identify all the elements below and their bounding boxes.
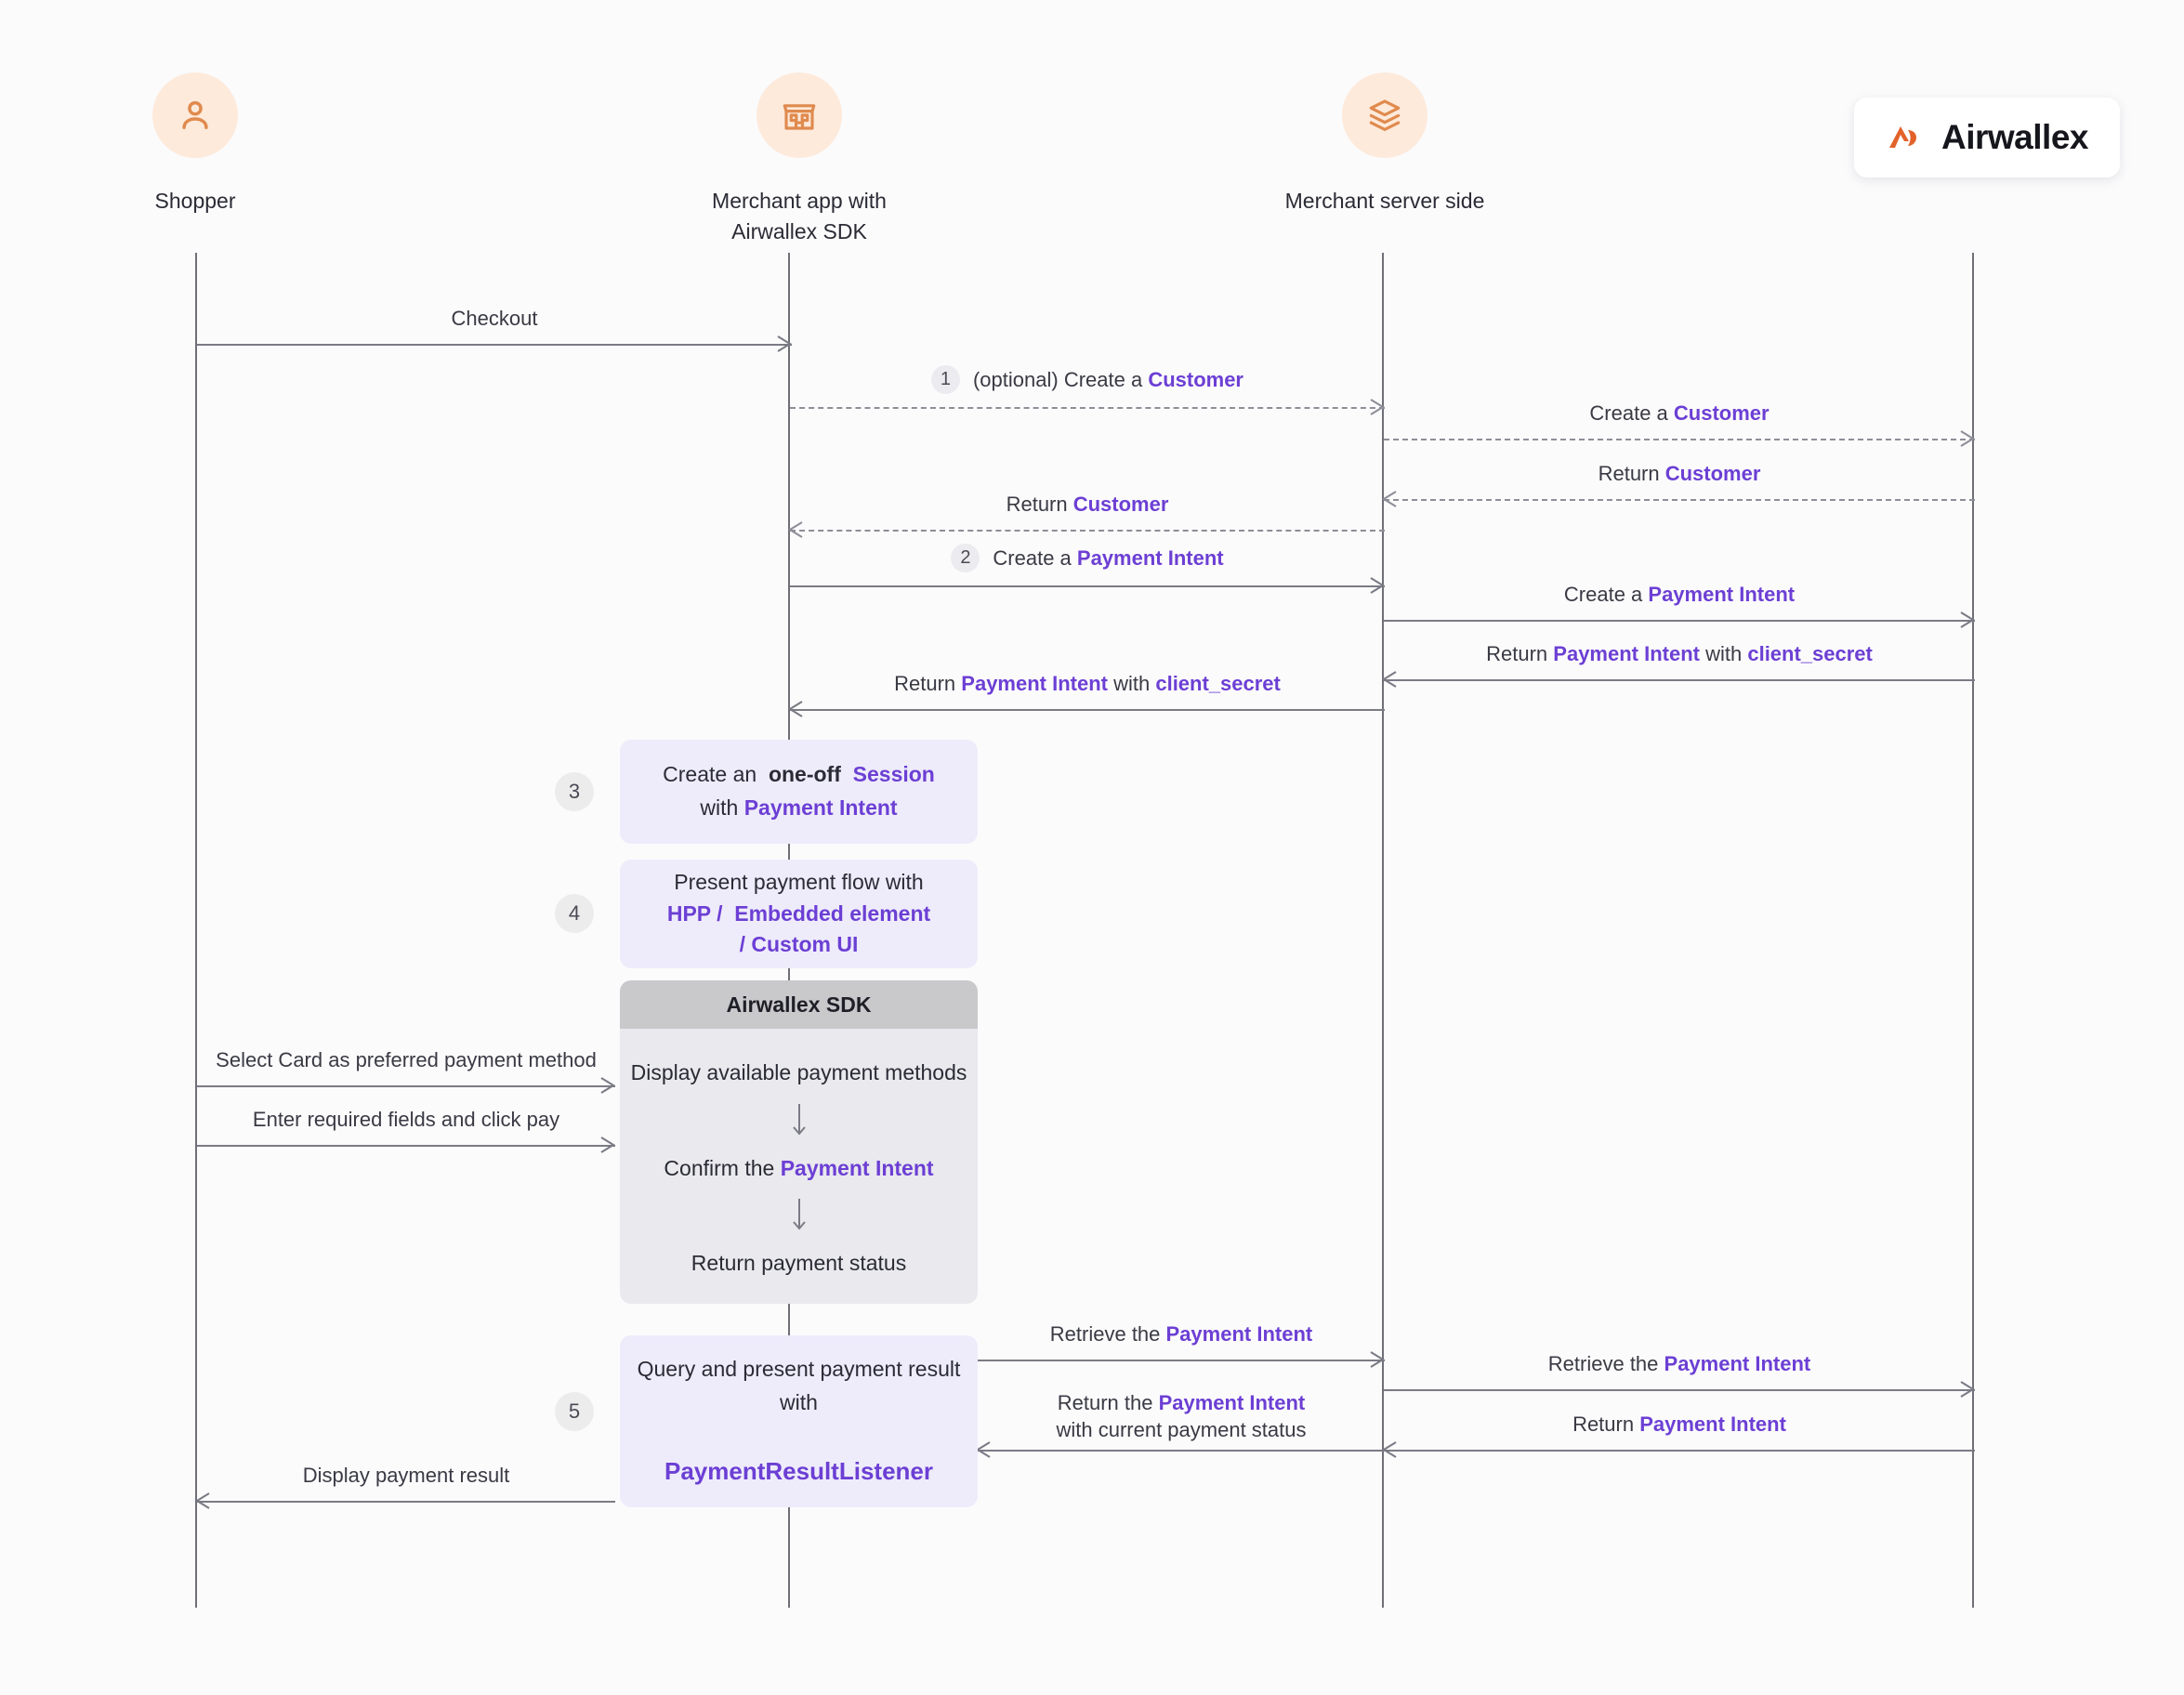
- lifeline-airwallex: [1972, 253, 1974, 1608]
- airwallex-logo-icon: [1886, 119, 1930, 156]
- step-badge-4: 4: [555, 894, 594, 933]
- sdk-step-confirm-intent: Confirm the Payment Intent: [664, 1155, 934, 1180]
- arrowhead-right: [599, 1075, 617, 1096]
- arrowhead-left: [974, 1439, 993, 1460]
- message-return-intent-app-label: Return Payment Intent with client_secret: [894, 672, 1281, 696]
- message-return-intent-awx2-label: Return Payment Intent: [1572, 1412, 1786, 1437]
- actor-merchant-server-label: Merchant server side: [1284, 189, 1485, 213]
- arrow-down-icon: [791, 1197, 808, 1234]
- step-number-1: 1: [930, 365, 960, 394]
- message-return-intent-awx-label: Return Payment Intent with client_secret: [1486, 642, 1873, 666]
- lifeline-merchant-server: [1382, 253, 1384, 1608]
- arrowhead-right: [1958, 610, 1977, 630]
- step-badge-3: 3: [555, 772, 594, 811]
- arrowhead-left: [1380, 1439, 1399, 1460]
- shopper-avatar: [152, 72, 238, 158]
- message-return-customer-app-label: Return Customer: [1006, 493, 1169, 517]
- storefront-icon: [780, 96, 819, 135]
- arrowhead-right: [1368, 575, 1387, 596]
- airwallex-sdk-panel-title: Airwallex SDK: [620, 980, 978, 1029]
- lifeline-shopper: [195, 253, 197, 1608]
- user-icon: [175, 95, 216, 136]
- message-create-intent-awx-label: Create a Payment Intent: [1563, 583, 1796, 607]
- airwallex-wordmark: Airwallex: [1941, 118, 2088, 156]
- message-return-customer-awx-label: Return Customer: [1598, 462, 1761, 486]
- actor-merchant-server: Merchant server side: [1245, 72, 1524, 217]
- message-create-customer-awx-label: Create a Customer: [1589, 401, 1770, 426]
- airwallex-brand-chip: Airwallex: [1854, 98, 2120, 177]
- arrowhead-left: [786, 699, 805, 719]
- layers-icon: [1365, 96, 1404, 135]
- arrowhead-left: [1380, 489, 1399, 509]
- arrowhead-right: [1958, 428, 1977, 449]
- message-retrieve-intent-server-label: Retrieve the Payment Intent: [1049, 1322, 1313, 1347]
- arrowhead-right: [1368, 1349, 1387, 1370]
- actor-merchant-app-label: Merchant app with Airwallex SDK: [712, 189, 887, 243]
- step-badge-5: 5: [555, 1392, 594, 1431]
- arrowhead-left: [193, 1491, 212, 1511]
- actor-shopper: Shopper: [56, 72, 335, 217]
- merchant-app-avatar: [757, 72, 842, 158]
- sdk-step-return-status: Return payment status: [691, 1251, 907, 1275]
- arrowhead-left: [786, 519, 805, 540]
- message-enter-fields-label: Enter required fields and click pay: [252, 1108, 560, 1132]
- actor-merchant-app: Merchant app with Airwallex SDK: [660, 72, 939, 246]
- actor-shopper-label: Shopper: [154, 189, 236, 213]
- message-checkout-label: Checkout: [451, 307, 538, 331]
- airwallex-sdk-panel: Airwallex SDK Display available payment …: [620, 980, 978, 1304]
- arrowhead-right: [599, 1135, 617, 1155]
- arrowhead-right: [1368, 397, 1387, 417]
- message-create-customer-app-label: 1(optional) Create a Customer: [790, 365, 1385, 396]
- arrowhead-left: [1380, 669, 1399, 690]
- arrowhead-right: [1958, 1379, 1977, 1399]
- sdk-step-display-methods: Display available payment methods: [630, 1060, 967, 1084]
- note-create-session: Create an one-off Session with Payment I…: [620, 740, 978, 844]
- note-query-result: Query and present payment result with Pa…: [620, 1335, 978, 1507]
- note-present-payment-flow: Present payment flow with HPP / Embedded…: [620, 860, 978, 968]
- message-retrieve-intent-awx-label: Retrieve the Payment Intent: [1547, 1352, 1811, 1376]
- message-select-card-label: Select Card as preferred payment method: [216, 1048, 597, 1072]
- step-number-2: 2: [951, 544, 980, 572]
- arrowhead-right: [775, 334, 794, 354]
- merchant-server-avatar: [1342, 72, 1427, 158]
- arrow-down-icon: [791, 1102, 808, 1139]
- message-display-result-label: Display payment result: [302, 1464, 510, 1488]
